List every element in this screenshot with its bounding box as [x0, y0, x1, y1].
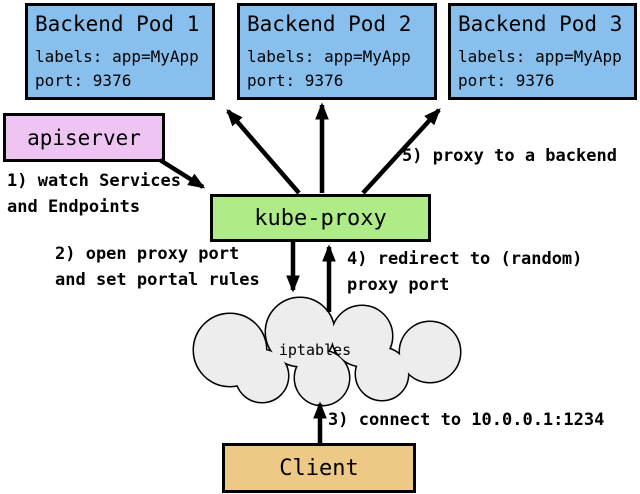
pod-1-port: port: 9376 [35, 71, 132, 90]
client-box: Client [222, 443, 416, 493]
pod-2-port: port: 9376 [247, 71, 344, 90]
step1-line1: 1) watch Services [7, 171, 181, 191]
backend-pod-2-box: Backend Pod 2 labels: app=MyApp port: 93… [237, 3, 437, 100]
kube-proxy-label: kube-proxy [254, 205, 387, 231]
pod-3-labels: labels: app=MyApp [458, 47, 622, 66]
apiserver-box: apiserver [3, 113, 165, 162]
backend-pod-3-box: Backend Pod 3 labels: app=MyApp port: 93… [448, 3, 637, 100]
step2-line1: 2) open proxy port [55, 244, 240, 264]
step1-line2: and Endpoints [7, 197, 141, 217]
client-label: Client [279, 455, 359, 481]
step1-annotation: 1) watch Services and Endpoints [7, 168, 181, 220]
step3-annotation: 3) connect to 10.0.0.1:1234 [328, 410, 605, 430]
backend-pod-1-box: Backend Pod 1 labels: app=MyApp port: 93… [25, 3, 215, 100]
apiserver-label: apiserver [27, 125, 141, 150]
pod-3-title: Backend Pod 3 [458, 12, 623, 36]
pod-2-labels: labels: app=MyApp [247, 47, 411, 66]
iptables-label: iptables [278, 341, 352, 359]
step2-annotation: 2) open proxy port and set portal rules [55, 241, 260, 293]
pod-1-labels: labels: app=MyApp [35, 47, 199, 66]
step2-line2: and set portal rules [55, 270, 260, 290]
pod-3-port: port: 9376 [458, 71, 555, 90]
step5-annotation: 5) proxy to a backend [402, 146, 617, 166]
step4-line1: 4) redirect to (random) [347, 249, 583, 269]
step4-line2: proxy port [347, 275, 450, 295]
arrow-kubeproxy-to-pod1 [226, 109, 301, 195]
pod-1-title: Backend Pod 1 [35, 12, 200, 36]
kube-proxy-box: kube-proxy [210, 194, 431, 242]
step4-annotation: 4) redirect to (random) proxy port [347, 246, 582, 298]
pod-2-title: Backend Pod 2 [247, 12, 412, 36]
